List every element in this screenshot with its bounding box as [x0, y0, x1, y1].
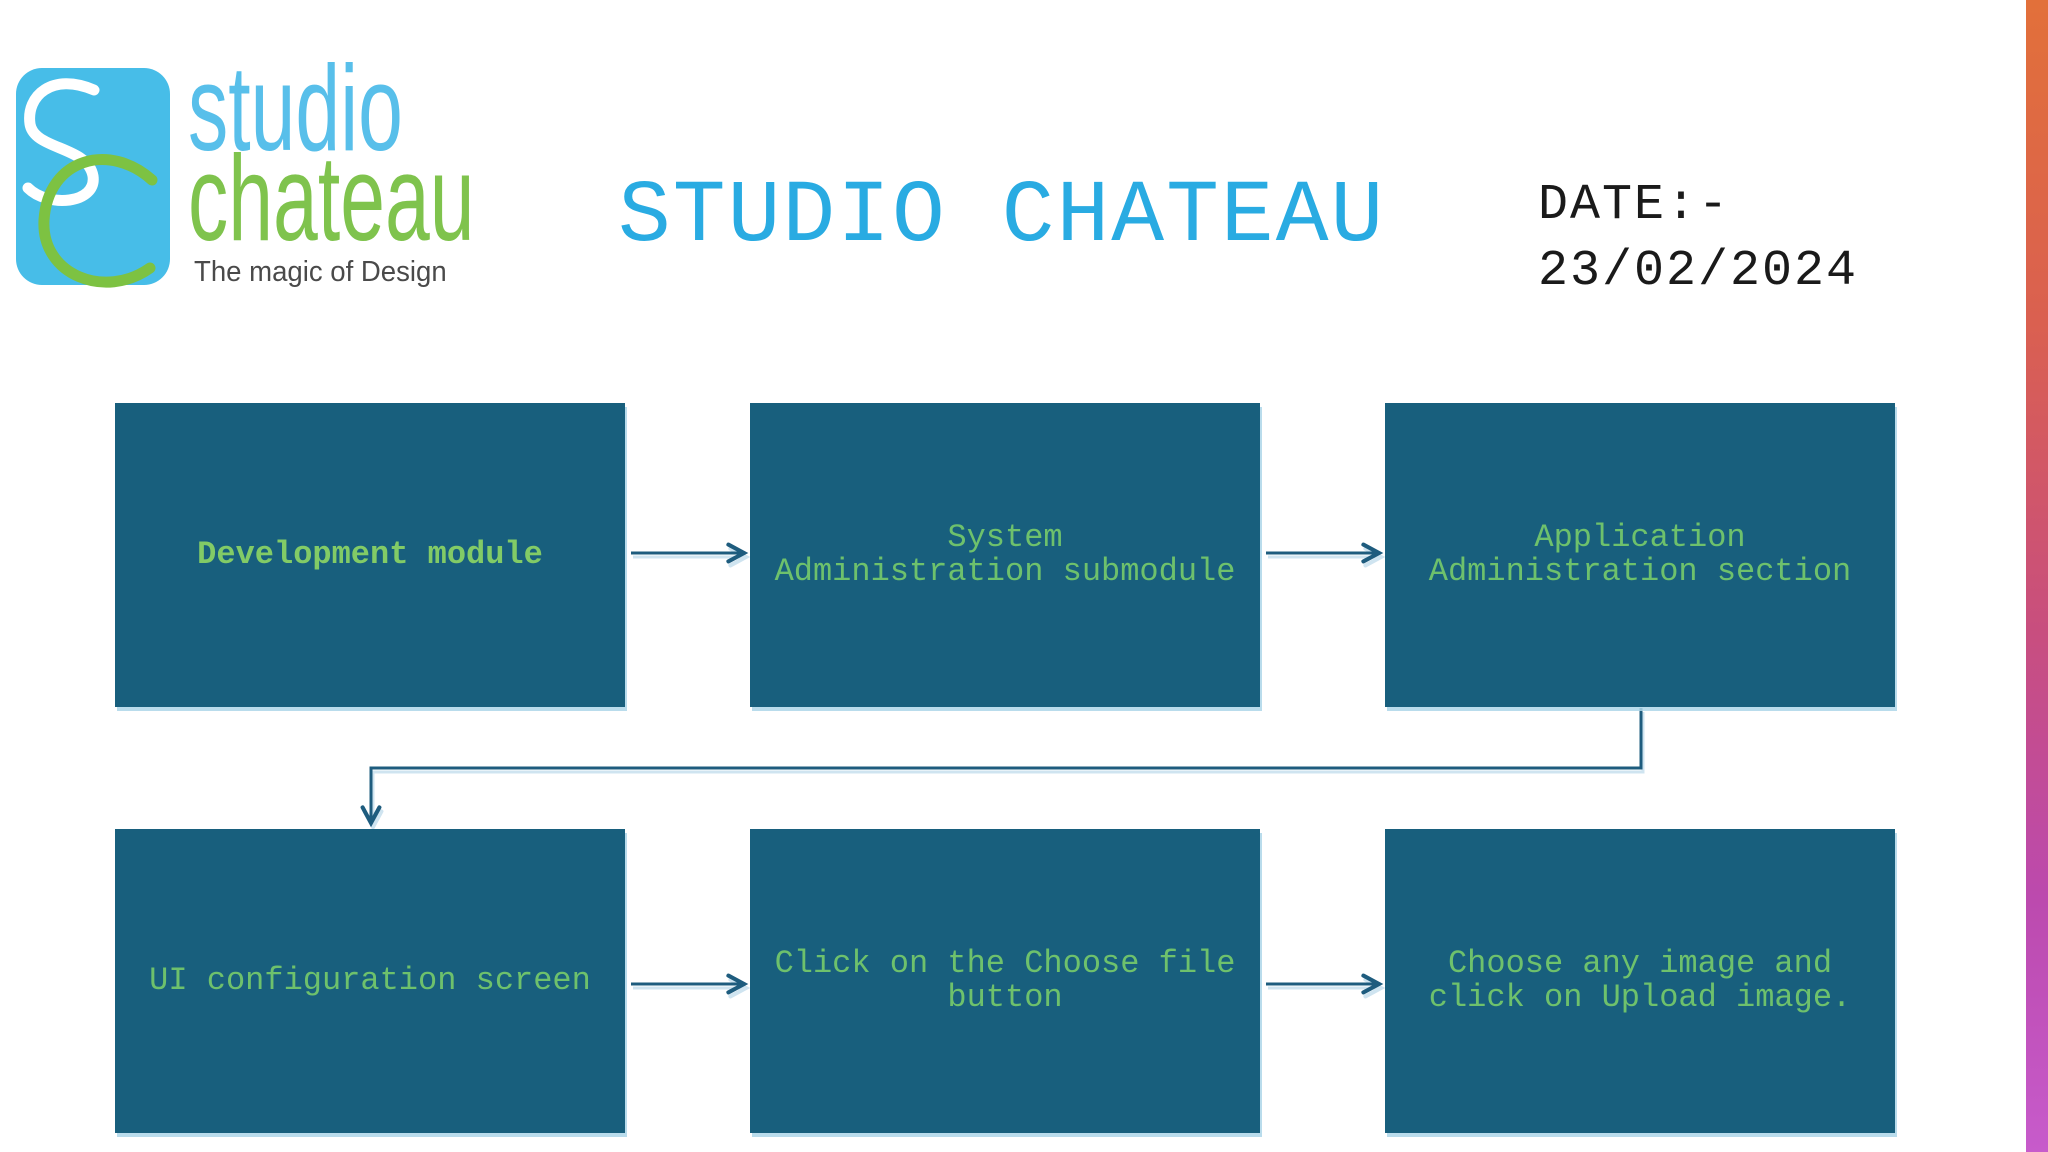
flow-box-system-administration-submodule: System Administration submodule — [750, 403, 1260, 707]
flow-box-label: UI configuration screen — [149, 962, 591, 999]
flow-box-label: Choose any image and — [1447, 945, 1833, 982]
flow-box-label: click on Upload image. — [1428, 979, 1852, 1016]
page-title: STUDIO CHATEAU — [618, 168, 1386, 267]
flow-box-label: System — [947, 519, 1063, 556]
logo-tagline: The magic of Design — [194, 256, 447, 288]
flow-box-choose-image-upload: Choose any image and click on Upload ima… — [1385, 829, 1895, 1133]
date-block: DATE:- 23/02/2024 — [1538, 173, 1858, 305]
flow-box-application-administration-section: Application Administration section — [1385, 403, 1895, 707]
date-label: DATE:- — [1538, 177, 1731, 234]
flow-box-ui-configuration-screen: UI configuration screen — [115, 829, 625, 1133]
logo-letter-s-icon — [22, 78, 100, 206]
logo: studio chateau — [16, 39, 475, 288]
logo-word-studio: studio — [188, 39, 403, 176]
logo-letter-c-icon — [38, 154, 158, 288]
logo-word-chateau: chateau — [188, 129, 475, 266]
flow-box-label: button — [947, 979, 1063, 1016]
flow-box-click-choose-file-button: Click on the Choose file button — [750, 829, 1260, 1133]
flow-box-label: Application — [1534, 519, 1746, 556]
accent-gradient-bar — [2026, 0, 2048, 1152]
date-value: 23/02/2024 — [1538, 243, 1859, 300]
flow-box-label: Administration section — [1428, 553, 1852, 590]
flow-box-label: Administration submodule — [774, 553, 1236, 590]
flow-box-development-module: Development module — [115, 403, 625, 707]
flow-box-label: Click on the Choose file — [774, 945, 1236, 982]
arrow-application-to-ui-config — [360, 708, 1643, 828]
flow-box-label: Development module — [197, 536, 543, 573]
